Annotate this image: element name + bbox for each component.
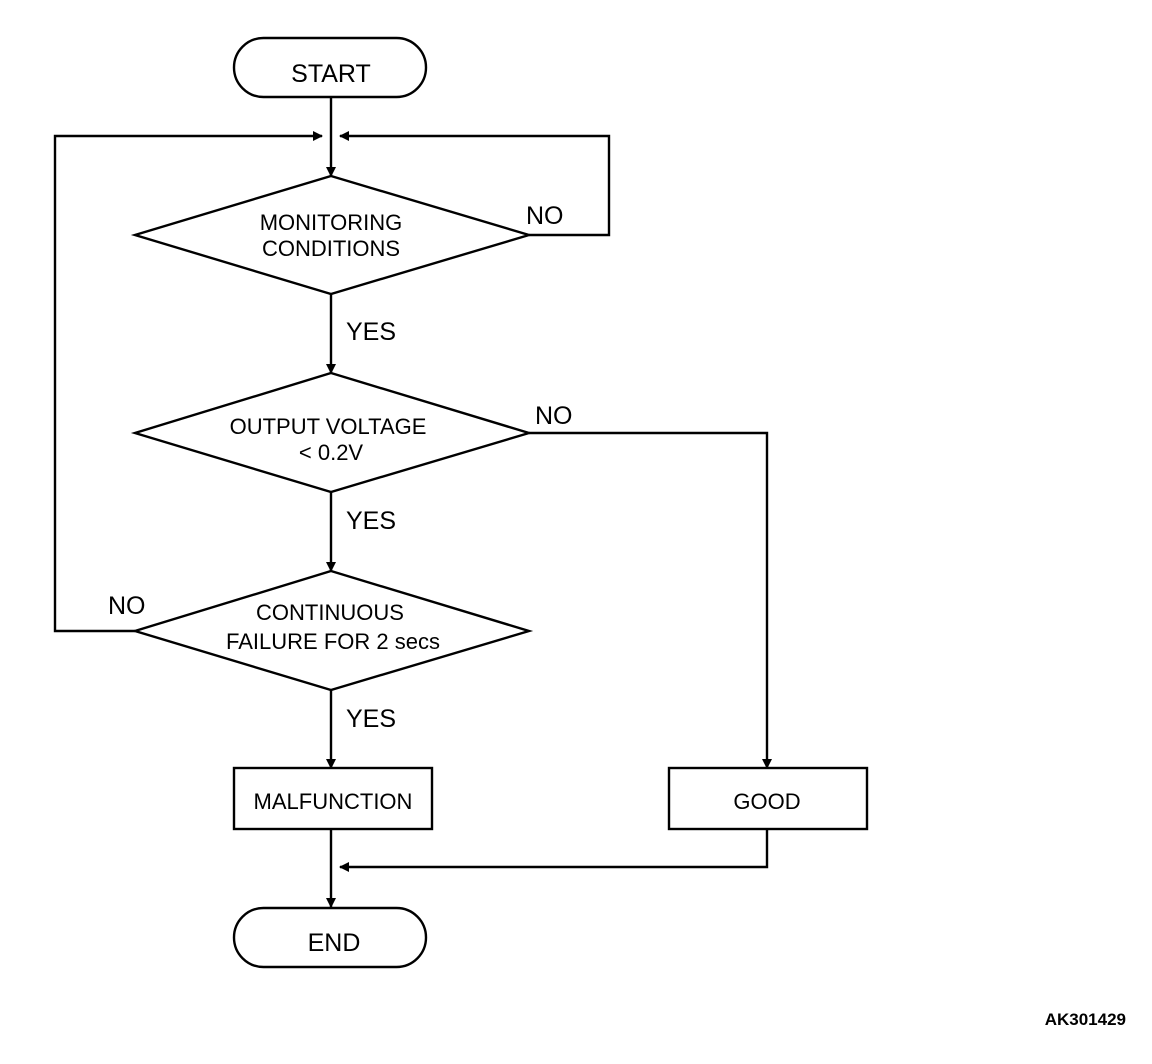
- connector-monitoring-no-loop: [339, 131, 611, 237]
- output-voltage-decision: [130, 371, 534, 494]
- continuous-label-line2: FAILURE FOR 2 secs: [226, 629, 440, 654]
- start-label: START: [291, 60, 371, 88]
- start-terminal: [232, 36, 428, 99]
- continuous-failure-decision: [130, 569, 534, 692]
- continuous-yes-label: YES: [346, 705, 396, 733]
- connector-good-to-end: [339, 829, 769, 872]
- output-voltage-label-line1: OUTPUT VOLTAGE: [230, 414, 427, 439]
- connector-continuous-no-loop: [53, 131, 323, 633]
- connector-voltage-no: [529, 431, 772, 769]
- voltage-no-label: NO: [535, 402, 573, 430]
- end-terminal: [232, 906, 428, 969]
- malfunction-box: [232, 766, 434, 831]
- continuous-no-label: NO: [108, 592, 146, 620]
- end-label: END: [308, 929, 361, 957]
- monitoring-decision: [130, 174, 534, 296]
- voltage-yes-label: YES: [346, 507, 396, 535]
- good-label: GOOD: [733, 789, 800, 814]
- monitoring-yes-label: YES: [346, 318, 396, 346]
- good-box: [667, 766, 869, 831]
- output-voltage-label-line2: < 0.2V: [299, 440, 364, 465]
- malfunction-label: MALFUNCTION: [254, 789, 413, 814]
- figure-id: AK301429: [1045, 1010, 1126, 1029]
- monitoring-no-label: NO: [526, 202, 564, 230]
- monitoring-label-line2: CONDITIONS: [262, 236, 400, 261]
- monitoring-label-line1: MONITORING: [260, 210, 403, 235]
- continuous-label-line1: CONTINUOUS: [256, 600, 404, 625]
